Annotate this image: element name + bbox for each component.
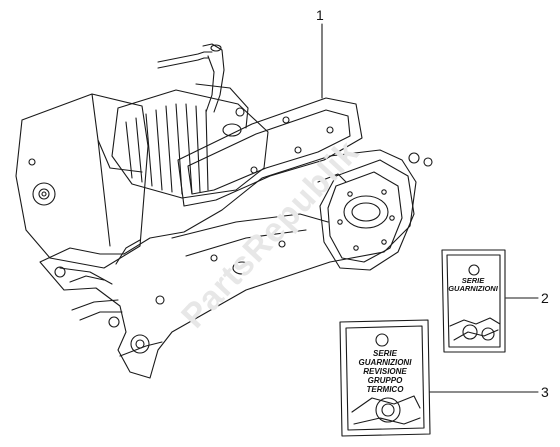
small-card-line: GUARNIZIONI [448,284,498,294]
large-card-line: GUARNIZIONI [358,357,412,367]
engine-assembly [15,43,433,379]
callout-3: 3 [541,384,549,400]
large-card-line: SERIE [372,349,397,358]
gasket-kit-card-small [441,249,506,353]
small-card-label: SERIE GUARNIZIONI [446,276,500,294]
gasket-kit-card-large [339,319,431,437]
callout-2: 2 [541,290,549,306]
small-card-line: SERIE [461,276,485,285]
callout-1: 1 [316,7,324,23]
large-card-line: TERMICO [366,384,404,394]
large-card-line: REVISIONE [363,366,407,376]
large-card-label: SERIE GUARNIZIONI REVISIONE GRUPPO TERMI… [346,349,424,395]
large-card-line: GRUPPO [367,375,403,385]
